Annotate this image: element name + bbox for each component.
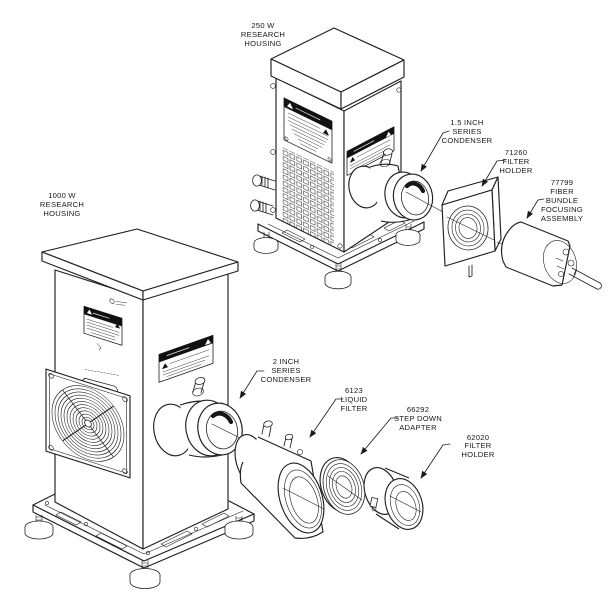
- cooling-fan: [45, 368, 131, 479]
- label-filter-holder-71260: 71260 FILTER HOLDER: [499, 148, 532, 175]
- label-line: STEP DOWN: [394, 414, 442, 423]
- label-line: BUNDLE: [546, 196, 578, 205]
- housing-250w-front-details: [282, 97, 334, 247]
- step-down-adapter-66292: [319, 457, 366, 515]
- label-housing-250w: 250 W RESEARCH HOUSING: [241, 21, 285, 48]
- label-line: SERIES: [271, 366, 300, 375]
- leader-lines: [239, 130, 545, 479]
- leader-liquid-filter: [309, 398, 344, 438]
- condenser-port: [192, 377, 206, 397]
- housing-250w: [250, 27, 444, 290]
- condenser-15in: [348, 148, 444, 223]
- label-line: FOCUSING: [541, 205, 583, 214]
- warning-label: [346, 126, 395, 176]
- label-line: CONDENSER: [442, 136, 493, 145]
- part-labels: 250 W RESEARCH HOUSING 1000 W RESEARCH H…: [40, 21, 583, 459]
- fiber-cable: [568, 267, 602, 290]
- housing-1000w: [24, 228, 259, 589]
- housing-250w-base-plate: [253, 219, 425, 290]
- label-line: 6123: [345, 386, 363, 395]
- leveling-foot: [395, 223, 421, 246]
- filter-holder-62020: [363, 467, 424, 530]
- leader-fiber-assembly: [526, 198, 545, 219]
- holder-clamp: [369, 497, 379, 512]
- label-housing-1000w: 1000 W RESEARCH HOUSING: [40, 191, 84, 218]
- label-line: 1.5 INCH: [450, 118, 483, 127]
- adjustment-knob: [250, 199, 274, 216]
- label-filter-holder-62020: 62020 FILTER HOLDER: [461, 433, 494, 459]
- leveling-foot: [324, 262, 352, 290]
- label-condenser-2in: 2 INCH SERIES CONDENSER: [261, 357, 312, 384]
- condenser-port: [379, 148, 393, 167]
- leveling-foot: [129, 559, 161, 589]
- warning-label: [83, 305, 123, 346]
- label-line: 71260: [505, 148, 527, 157]
- warning-label: [283, 97, 333, 164]
- housing-250w-lid: [270, 27, 405, 110]
- label-line: HOLDER: [461, 450, 494, 459]
- label-line: FILTER: [340, 404, 367, 413]
- label-line: HOLDER: [499, 166, 532, 175]
- fiber-assembly-back: [555, 248, 575, 277]
- label-line: FILTER: [502, 157, 529, 166]
- label-line: RESEARCH: [241, 30, 285, 39]
- label-line: RESEARCH: [40, 200, 84, 209]
- label-line: 250 W: [251, 21, 275, 30]
- leveling-foot: [224, 515, 254, 540]
- fiber-bundle-assembly-77799: [496, 221, 602, 290]
- leader-condenser-15in: [420, 130, 450, 172]
- vent-grid: [282, 146, 334, 247]
- warning-label: [158, 334, 214, 383]
- label-line: ASSEMBLY: [541, 214, 583, 223]
- filter-screw: [297, 449, 303, 455]
- label-line: FILTER: [464, 441, 491, 450]
- housing-1000w-front-details: [45, 298, 131, 479]
- label-line: LIQUID: [341, 395, 368, 404]
- label-line: 62020: [467, 433, 489, 442]
- filter-holder-71260: [441, 176, 502, 278]
- leader-step-down-adapter: [360, 417, 399, 455]
- label-condenser-15in: 1.5 INCH SERIES CONDENSER: [442, 118, 493, 145]
- label-line: 1000 W: [48, 191, 76, 200]
- label-line: 66292: [407, 405, 429, 414]
- holder-pin: [468, 264, 473, 278]
- leveling-foot: [253, 231, 279, 254]
- leader-filter-holder-71260: [481, 159, 506, 187]
- label-line: CONDENSER: [261, 375, 312, 384]
- housing-250w-side-details: [346, 126, 395, 176]
- leader-condenser-2in: [239, 370, 265, 399]
- label-liquid-filter-6123: 6123 LIQUID FILTER: [340, 386, 367, 413]
- label-fiber-assembly-77799: 77799 FIBER BUNDLE FOCUSING ASSEMBLY: [541, 178, 583, 223]
- housing-1000w-side-details: [158, 334, 214, 383]
- housing-1000w-base-plate: [24, 493, 255, 589]
- label-line: FIBER: [550, 187, 574, 196]
- condenser-2in: [153, 377, 259, 458]
- leader-filter-holder-62020: [420, 443, 451, 479]
- filter-port: [261, 420, 273, 438]
- label-line: 2 INCH: [273, 357, 299, 366]
- adjustment-knob: [252, 174, 276, 191]
- filter-port: [283, 433, 294, 449]
- label-line: HOUSING: [43, 209, 80, 218]
- leveling-foot: [24, 514, 54, 540]
- label-line: ADAPTER: [399, 423, 437, 432]
- housing-1000w-top-cap: [41, 228, 239, 301]
- label-step-down-adapter-66292: 66292 STEP DOWN ADAPTER: [394, 405, 442, 432]
- label-line: SERIES: [452, 127, 481, 136]
- label-line: 77799: [551, 178, 573, 187]
- label-line: HOUSING: [244, 39, 281, 48]
- liquid-filter-6123: [234, 420, 325, 539]
- fan-grill: [51, 385, 125, 462]
